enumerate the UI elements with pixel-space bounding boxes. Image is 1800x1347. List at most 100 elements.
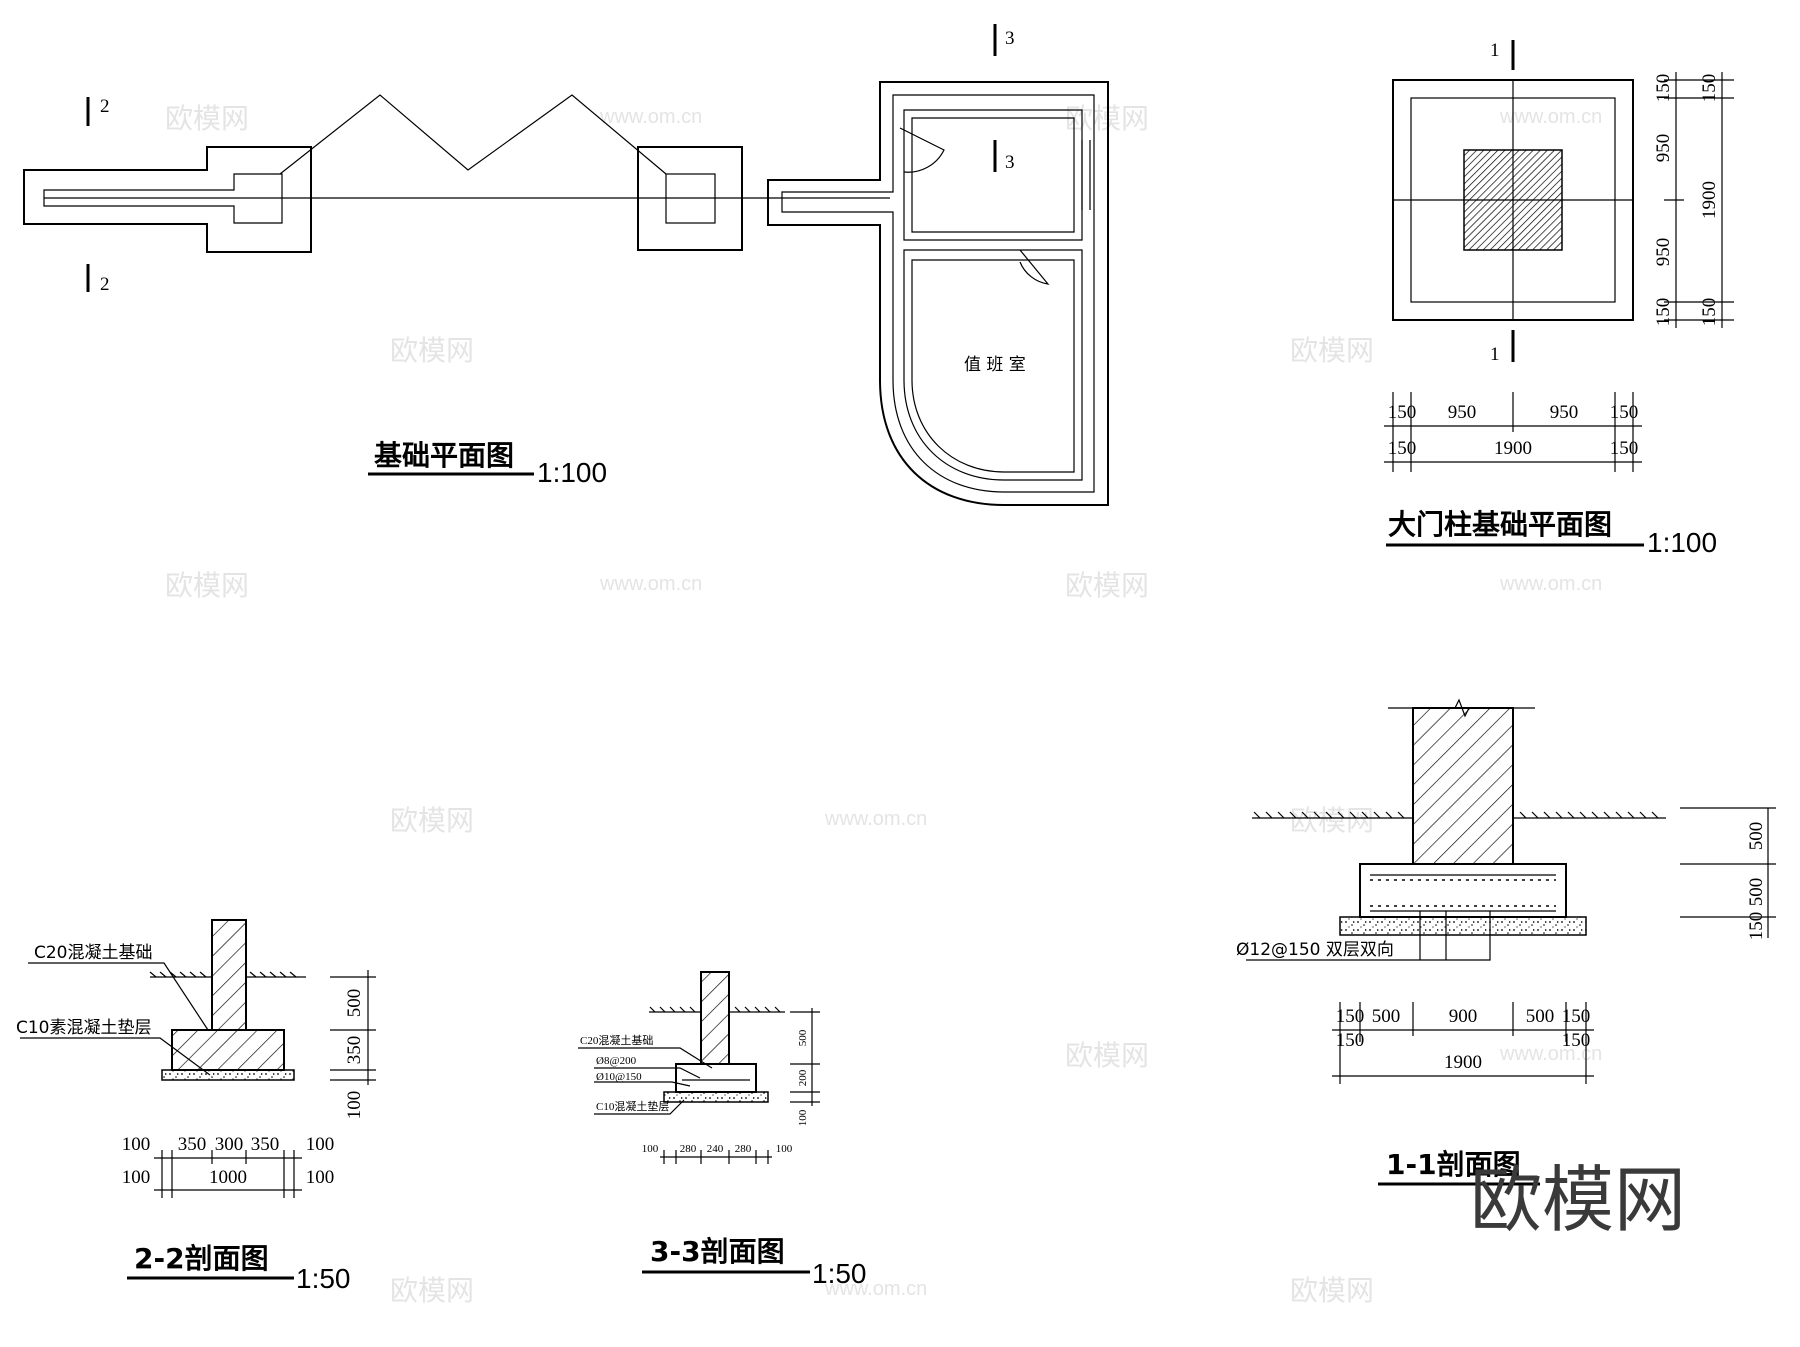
foundation-plan-title: 基础平面图: [374, 439, 514, 472]
watermarks: 欧模网 欧模网 欧模网 欧模网 欧模网 欧模网 欧模网 欧模网 欧模网 欧模网 …: [165, 102, 1602, 1307]
dim-ticks: [1680, 807, 1776, 918]
dim-text: 500: [344, 989, 365, 1018]
dim-ticks: [1392, 392, 1634, 472]
foundation-plan-scale: 1:100: [537, 457, 607, 488]
section-2-2-scale: 1:50: [296, 1263, 351, 1294]
dim-text: 100: [122, 1134, 151, 1155]
dim-text: 100: [344, 1091, 365, 1120]
room-duty-inner: [911, 259, 1075, 473]
dim-text: 280: [735, 1143, 752, 1155]
ground-hatch: [649, 1006, 781, 1013]
ground-hatch: [149, 971, 297, 978]
dim-text: 950: [1550, 402, 1579, 423]
footing: [1359, 863, 1567, 918]
dim-text: 500: [797, 1029, 809, 1046]
section-mark-label: 1: [1490, 40, 1500, 61]
dim-text: 500: [1526, 1006, 1555, 1027]
section-2-2: C20混凝土基础 C10素混凝土垫层 500 350 100 100 350 3…: [16, 919, 376, 1294]
label-c20: C20混凝土基础: [34, 943, 153, 963]
dim-text: 1000: [209, 1167, 247, 1188]
leader: [594, 1099, 685, 1115]
dim-text: 150: [1610, 438, 1639, 459]
bedding-layer: [1339, 916, 1587, 936]
footing: [675, 1063, 757, 1093]
gate-zigzag: [279, 94, 667, 175]
watermark-brand: 欧模网: [1065, 569, 1149, 602]
dim-ticks: [1664, 79, 1734, 321]
bedding-layer: [161, 1069, 295, 1081]
section-mark-label: 2: [100, 274, 110, 295]
watermark-url: www.om.cn: [1499, 106, 1602, 128]
section-3-3: C20混凝土基础 Ø8@200 Ø10@150 C10混凝土垫层 500 200…: [578, 971, 867, 1289]
foundation-plan: 2 2 3 3 值 班 室 基础平面图 1:100: [23, 24, 1109, 506]
dim-ticks: [790, 1011, 820, 1103]
strip-wall-outline: [43, 173, 283, 224]
watermark-brand: 欧模网: [165, 569, 249, 602]
leader: [578, 1047, 713, 1069]
label-c20: C20混凝土基础: [580, 1033, 653, 1047]
dim-text: 200: [797, 1069, 809, 1086]
watermark-url: www.om.cn: [1499, 1043, 1602, 1065]
watermark-brand: 欧模网: [390, 1274, 474, 1307]
gate-pillar-plan: 1 1 150 150 950 1900 950 150 150 150 950…: [1384, 40, 1734, 558]
section-mark-label: 1: [1490, 344, 1500, 365]
dim-text: 1900: [1494, 438, 1532, 459]
pillar-column: [1412, 707, 1514, 865]
dim-text: 500: [1372, 1006, 1401, 1027]
guardhouse-inner-outline: [781, 94, 1095, 493]
dim-ticks: [663, 1150, 769, 1164]
dim-text: 100: [306, 1167, 335, 1188]
dim-text: 100: [797, 1109, 809, 1126]
wall: [211, 919, 247, 1031]
dim-text: 150: [1699, 298, 1720, 327]
dim-ticks: [330, 976, 376, 1081]
dim-text: 150: [1699, 74, 1720, 103]
dim-text: 350: [178, 1134, 207, 1155]
bedding-layer: [663, 1091, 769, 1103]
dim-ticks: [1339, 1002, 1587, 1084]
dim-text: 300: [215, 1134, 244, 1155]
leader: [28, 962, 209, 1031]
label-c10: C10素混凝土垫层: [16, 1018, 152, 1038]
dim-text: 1900: [1444, 1052, 1482, 1073]
dim-text: 150: [1336, 1006, 1365, 1027]
label-rebar-8: Ø8@200: [596, 1055, 637, 1067]
watermark-brand: 欧模网: [1065, 1039, 1149, 1072]
room-duty: [903, 249, 1083, 481]
dim-text: 950: [1448, 402, 1477, 423]
dim-text: 350: [344, 1036, 365, 1065]
dim-text: 150: [1562, 1030, 1591, 1051]
dim-text: 150: [1653, 298, 1674, 327]
watermark-url: www.om.cn: [824, 808, 927, 830]
strip-footing-outline: [23, 146, 312, 253]
dim-text: 950: [1653, 134, 1674, 163]
break-mark: [1454, 698, 1470, 718]
watermark-brand: 欧模网: [390, 804, 474, 837]
section-2-2-title: 2-2剖面图: [134, 1242, 269, 1275]
dim-ticks: [161, 1150, 295, 1198]
watermark-url: www.om.cn: [824, 1278, 927, 1300]
section-1-1: Ø12@150 双层双向 500 500 150 150 500 900 500…: [1236, 698, 1776, 1186]
watermark-brand: 欧模网: [1290, 334, 1374, 367]
dim-text: 500: [1746, 878, 1767, 907]
leader: [1246, 911, 1491, 961]
section-mark-label: 3: [1005, 152, 1015, 173]
leader: [20, 1037, 211, 1076]
dim-text: 150: [1336, 1030, 1365, 1051]
guardhouse-outline: [767, 81, 1109, 506]
gate-pillar-plan-title: 大门柱基础平面图: [1388, 508, 1612, 541]
section-mark-label: 3: [1005, 28, 1015, 49]
leader: [594, 1081, 691, 1087]
dim-text: 240: [707, 1143, 724, 1155]
section-1-1-title: 1-1剖面图: [1386, 1148, 1521, 1181]
dim-text: 280: [680, 1143, 697, 1155]
wall: [700, 971, 730, 1065]
dim-text: 150: [1562, 1006, 1591, 1027]
dim-text: 950: [1653, 238, 1674, 267]
brand-logo: 欧模网: [1470, 1158, 1686, 1242]
section-3-3-title: 3-3剖面图: [650, 1235, 785, 1268]
door-swing: [1019, 249, 1050, 285]
leader: [594, 1067, 701, 1079]
dim-text: 350: [251, 1134, 280, 1155]
